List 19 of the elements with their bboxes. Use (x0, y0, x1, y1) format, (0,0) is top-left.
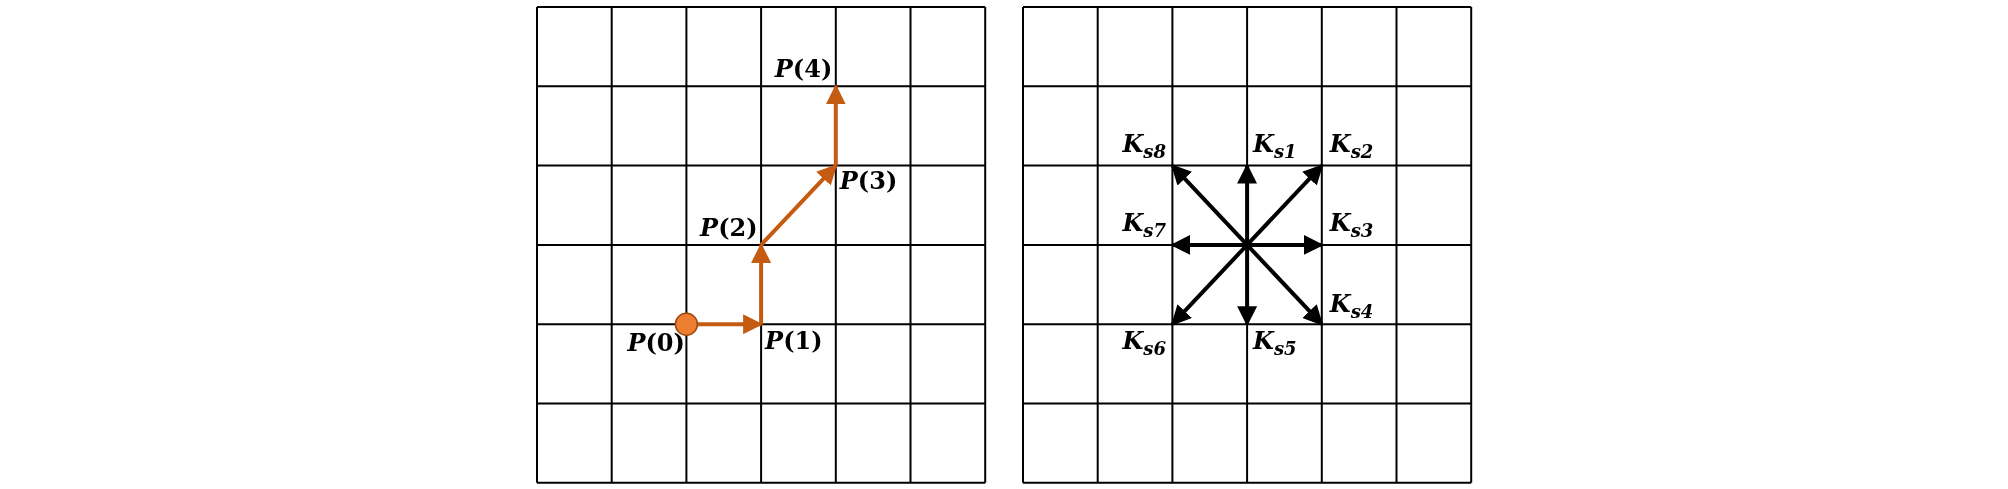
arrow (751, 242, 772, 325)
point-label: K$_{s1}$ (1251, 130, 1299, 162)
arrow (825, 84, 846, 166)
point-label: K$_{s8}$ (1120, 130, 1168, 162)
arrow (1237, 163, 1258, 245)
point-label: K$_{s5}$ (1251, 328, 1299, 359)
point-label: K$_{s3}$ (1327, 209, 1376, 241)
point-label: P(3) (837, 167, 900, 194)
point-label: P(4) (772, 56, 835, 83)
point-label: P(0) (625, 330, 687, 357)
arrow (759, 164, 838, 247)
point-label: K$_{s4}$ (1327, 291, 1376, 322)
point-label: K$_{s2}$ (1327, 130, 1376, 162)
point-label: P(1) (763, 328, 825, 355)
point-label: P(2) (698, 214, 760, 241)
point-label: K$_{s6}$ (1120, 328, 1168, 359)
point-label: K$_{s7}$ (1120, 209, 1168, 241)
arrow (697, 314, 764, 335)
arrow (1247, 234, 1324, 255)
